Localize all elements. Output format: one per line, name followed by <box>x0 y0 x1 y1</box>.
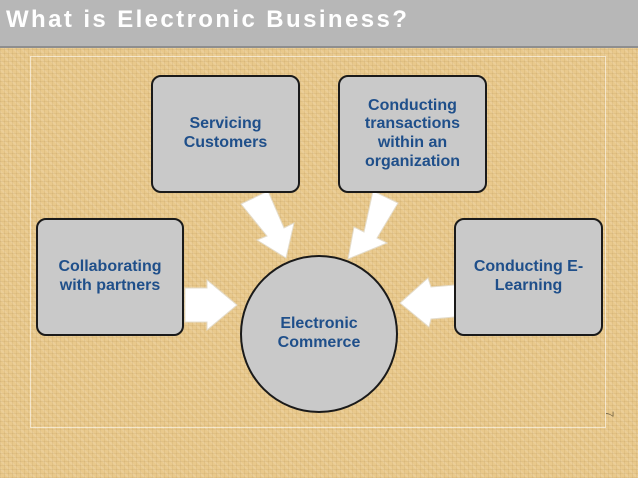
arrow-servicing-to-center <box>240 190 295 259</box>
center-node-electronic-commerce: Electronic Commerce <box>240 255 398 413</box>
arrow-collaborating-to-center <box>184 278 238 332</box>
node-label: Conducting E- Learning <box>473 258 584 294</box>
slide-title: What is Electronic Business? <box>6 6 410 33</box>
node-servicing-customers: Servicing Customers <box>151 75 300 193</box>
title-bar: What is Electronic Business? <box>0 0 638 48</box>
node-label: Servicing Customers <box>183 115 268 151</box>
node-collaborating-partners: Collaborating with partners <box>36 218 184 336</box>
arrow-transactions-to-center <box>347 190 399 260</box>
center-label: Electronic Commerce <box>277 315 361 351</box>
page-number: 7 <box>603 410 616 418</box>
node-conducting-elearning: Conducting E- Learning <box>454 218 603 336</box>
node-label: Conducting transactions within an organi… <box>364 96 461 170</box>
arrow-elearning-to-center <box>399 277 456 328</box>
node-conducting-transactions: Conducting transactions within an organi… <box>338 75 487 193</box>
node-label: Collaborating with partners <box>58 258 162 294</box>
